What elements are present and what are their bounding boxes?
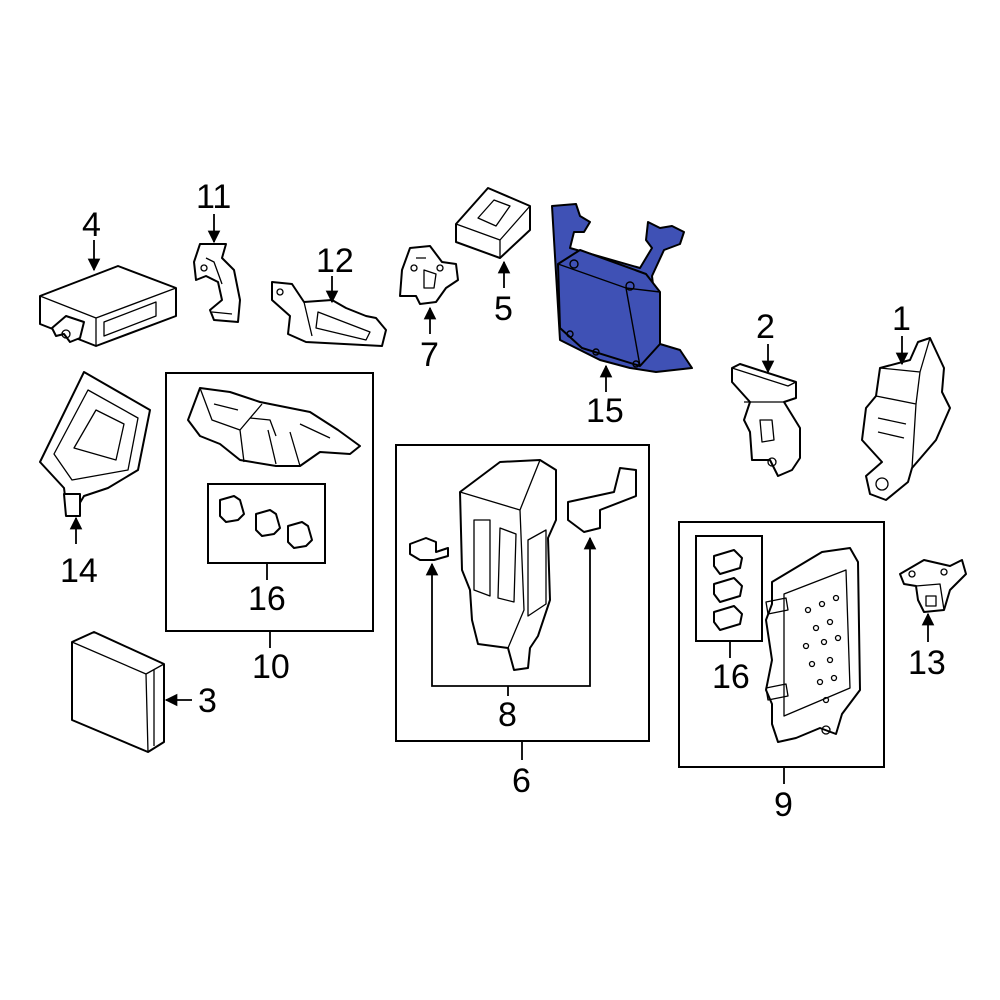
callout-13: 13 xyxy=(908,644,946,682)
callout-8: 8 xyxy=(498,696,517,734)
group-box-9 xyxy=(678,521,885,768)
callout-4: 4 xyxy=(82,206,101,244)
callout-7: 7 xyxy=(420,336,439,374)
part-10-fuse-box[interactable] xyxy=(187,387,361,467)
callout-1: 1 xyxy=(892,300,911,338)
callout-15: 15 xyxy=(586,392,624,430)
part-14-module[interactable] xyxy=(39,371,151,517)
part-11-bracket[interactable] xyxy=(193,243,241,323)
part-3-module[interactable] xyxy=(71,631,165,753)
callout-11: 11 xyxy=(196,178,231,216)
part-16-terminals-left[interactable] xyxy=(219,495,313,549)
callout-12: 12 xyxy=(316,242,354,280)
callout-10: 10 xyxy=(252,648,290,686)
callout-16-left: 16 xyxy=(248,580,286,618)
part-7-bracket[interactable] xyxy=(399,245,459,305)
callout-6: 6 xyxy=(512,762,531,800)
callout-16-right: 16 xyxy=(712,658,750,696)
part-13-bracket[interactable] xyxy=(899,559,967,613)
part-9-fuse-box[interactable] xyxy=(765,547,861,743)
leader-8-left xyxy=(425,562,508,687)
part-5-connector[interactable] xyxy=(455,187,531,259)
part-8-module-assembly[interactable] xyxy=(409,459,637,671)
part-2-connector-bracket[interactable] xyxy=(731,363,801,477)
group-box-16-right xyxy=(695,535,763,642)
callout-14: 14 xyxy=(60,552,98,590)
part-4-control-module[interactable] xyxy=(39,265,177,347)
leader-8-right xyxy=(508,536,597,687)
part-12-bracket[interactable] xyxy=(271,281,387,347)
part-15-control-module[interactable] xyxy=(551,203,693,373)
callout-9: 9 xyxy=(774,786,793,824)
part-16-terminals-right[interactable] xyxy=(713,549,743,631)
callout-5: 5 xyxy=(494,290,513,328)
callout-3: 3 xyxy=(198,682,217,720)
callout-2: 2 xyxy=(756,308,775,346)
part-1-module[interactable] xyxy=(861,337,951,501)
